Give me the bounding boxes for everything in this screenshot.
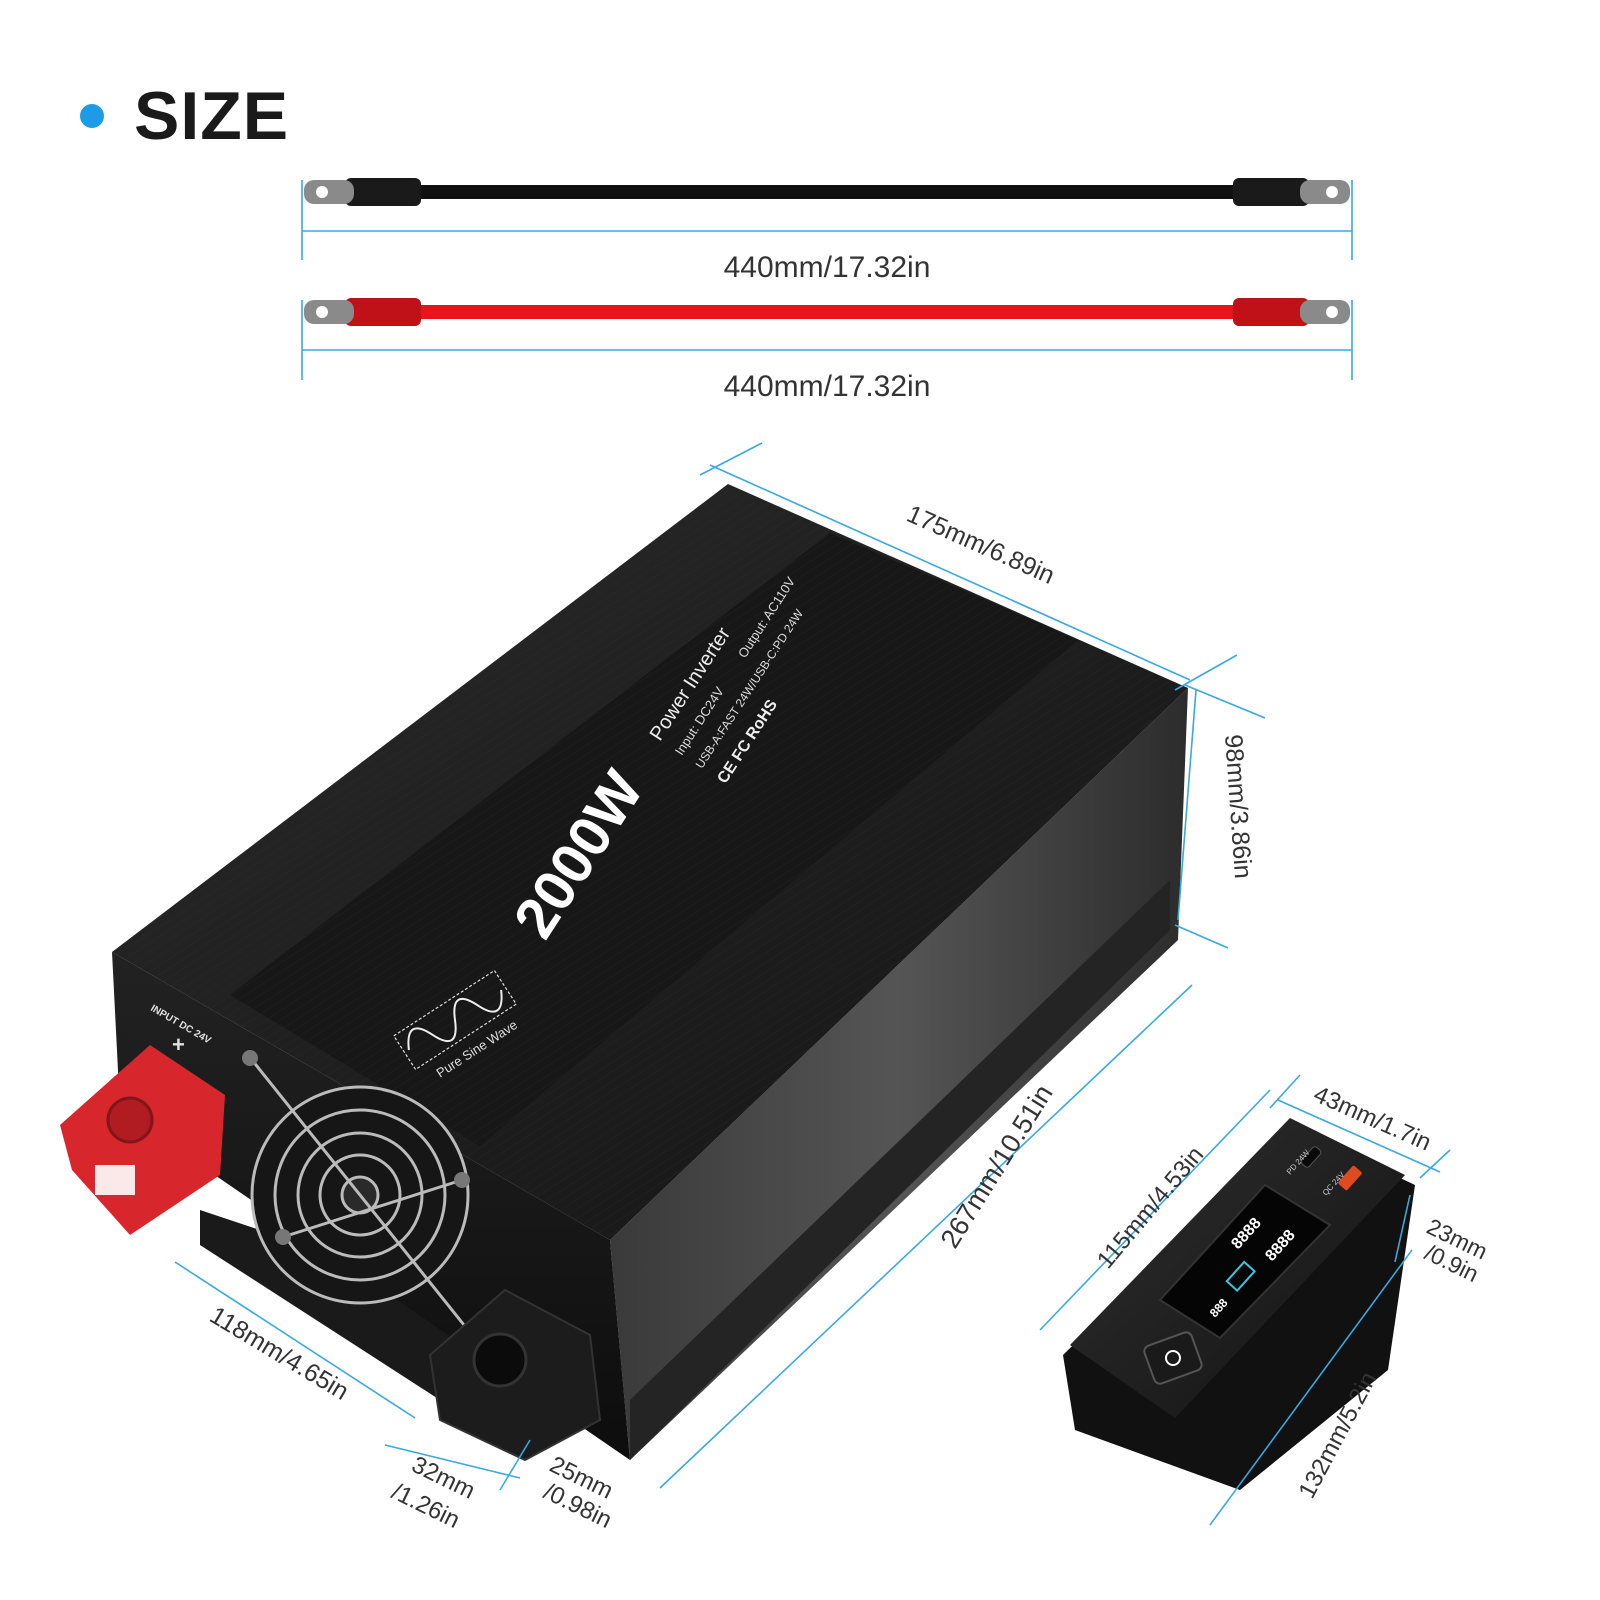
red-cable-length-label: 440mm/17.32in: [724, 370, 931, 403]
black-cable-sleeve-left: [345, 178, 421, 206]
inverter-side-rail: [630, 880, 1170, 1460]
cooling-fan: [242, 1050, 470, 1331]
lug-hole-icon: [1326, 306, 1338, 318]
remote-controller: 8888 8888 888 PD 24W QC 24V: [1063, 1118, 1415, 1490]
black-cable-lug-right: [1300, 180, 1350, 204]
usb-a-port[interactable]: [1338, 1165, 1363, 1191]
positive-terminal: [60, 1045, 225, 1235]
lug-hole-icon: [316, 186, 328, 198]
red-cable-lug-right: [1300, 300, 1350, 324]
red-cable-sleeve-left: [345, 298, 421, 326]
black-cable: [304, 178, 1350, 206]
black-cable-length-label: 440mm/17.32in: [724, 251, 931, 284]
bullet-dot-icon: [80, 104, 104, 128]
screw-icon: [454, 1172, 470, 1188]
power-switch[interactable]: [1143, 1331, 1204, 1386]
inverter: INPUT DC 24V + 2000W Power Inverter Inpu…: [60, 484, 1188, 1462]
remote-dimensions: [1039, 1074, 1451, 1526]
usb-c-port[interactable]: [1300, 1145, 1322, 1168]
lug-hole-icon: [1326, 186, 1338, 198]
inverter-top-texture: [112, 484, 1188, 1240]
inverter-height-label: 98mm/3.86in: [1219, 733, 1257, 879]
red-cable-dimension: [301, 300, 1353, 380]
red-cable-lug-left: [304, 300, 354, 324]
battery-icon: [1225, 1260, 1256, 1293]
inverter-dimensions: [174, 442, 1266, 1491]
inverter-side-panel: [610, 688, 1188, 1460]
red-cable: [304, 298, 1350, 326]
screw-icon: [242, 1050, 258, 1066]
power-switch-icon: [1165, 1350, 1181, 1366]
plus-sign: +: [172, 1032, 185, 1057]
negative-terminal: [428, 1288, 602, 1462]
black-cable-lug-left: [304, 180, 354, 204]
red-cable-sleeve-right: [1233, 298, 1309, 326]
screw-icon: [275, 1229, 291, 1245]
page-title: SIZE: [134, 78, 290, 154]
lug-hole-icon: [316, 306, 328, 318]
black-cable-sleeve-right: [1233, 178, 1309, 206]
black-cable-dimension: [301, 180, 1353, 260]
